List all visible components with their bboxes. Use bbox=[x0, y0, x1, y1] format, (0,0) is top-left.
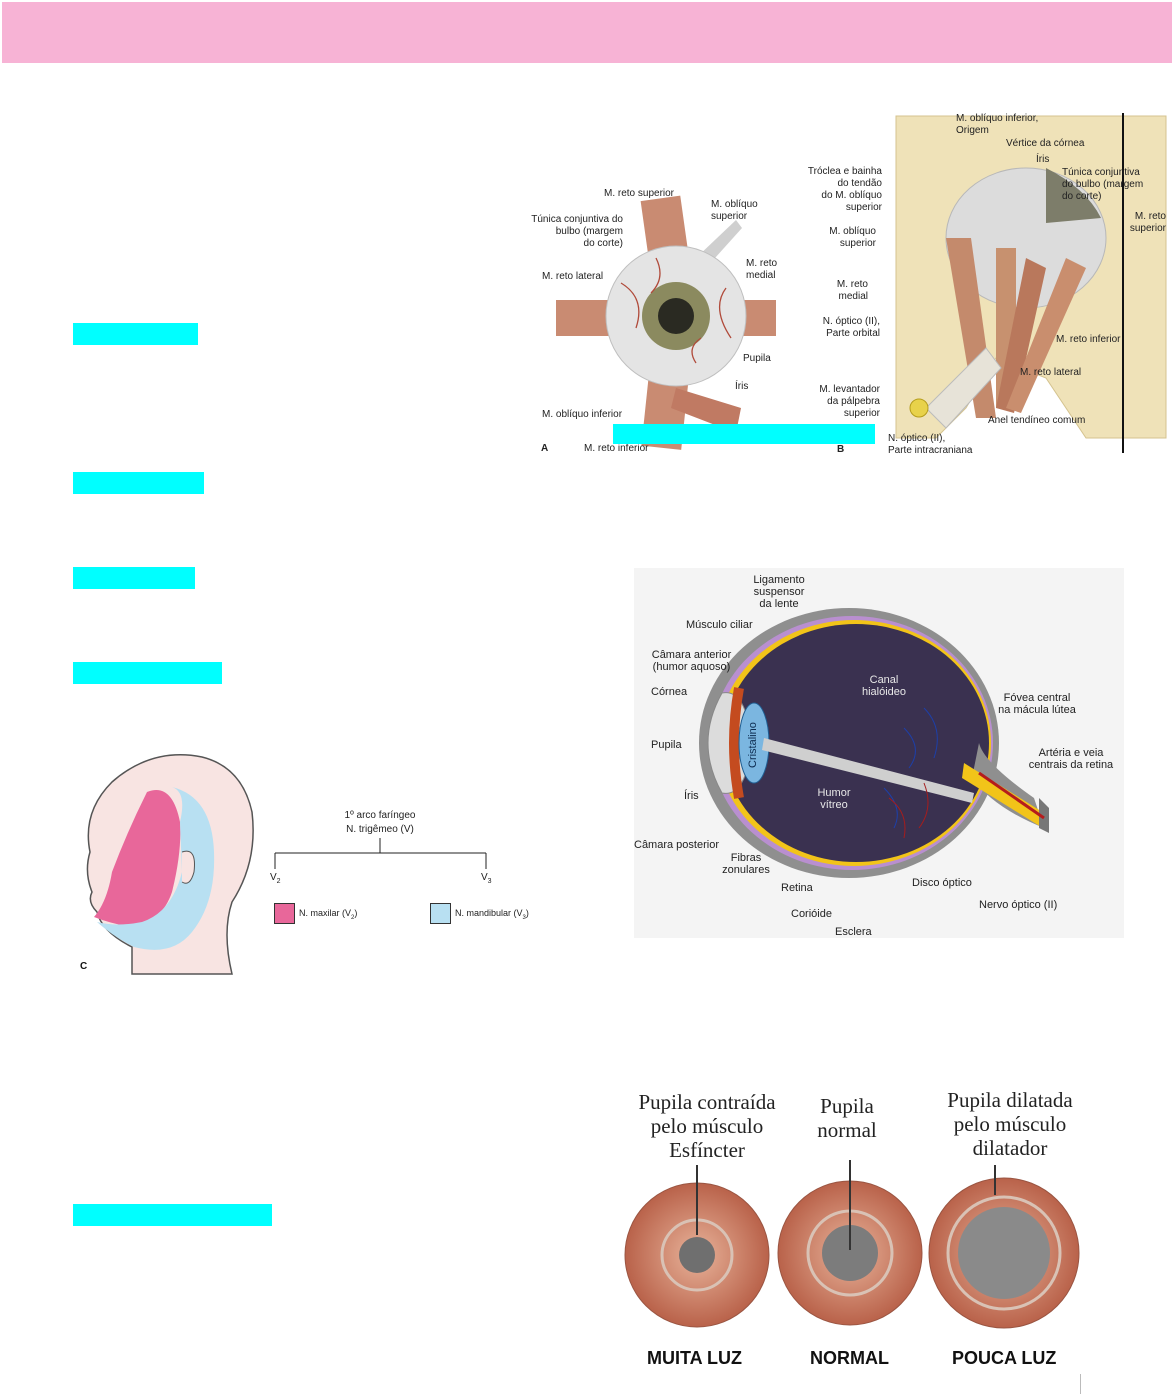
label-disco-optico: Disco óptico bbox=[912, 877, 972, 889]
label-pupila-a: Pupila bbox=[743, 353, 771, 365]
label-n-optico-orbital-b-1: N. óptico (II), bbox=[766, 316, 880, 328]
label-ligamento-1: Ligamento bbox=[734, 574, 824, 586]
label-tunica-b-1: Túnica conjuntiva bbox=[1062, 167, 1140, 179]
label-reto-superior-a: M. reto superior bbox=[584, 188, 694, 200]
highlight-heading-4 bbox=[73, 662, 222, 684]
label-retina: Retina bbox=[781, 882, 813, 894]
label-levantador-b-3: superior bbox=[766, 408, 880, 420]
highlight-heading-2 bbox=[73, 472, 204, 494]
label-troclea-b-1: Tróclea e bainha bbox=[766, 166, 882, 178]
label-iris-a: Íris bbox=[735, 381, 748, 393]
label-nervo-optico: Nervo óptico (II) bbox=[979, 899, 1057, 911]
label-n-optico-intra-b-2: Parte intracraniana bbox=[888, 445, 973, 454]
label-pouca-luz: POUCA LUZ bbox=[952, 1348, 1056, 1369]
label-esclera: Esclera bbox=[835, 926, 872, 938]
label-obliquo-sup-b-1: M. oblíquo bbox=[776, 226, 876, 238]
label-pupila-eye: Pupila bbox=[651, 739, 682, 751]
label-fovea-2: na mácula lútea bbox=[982, 704, 1092, 716]
label-reto-lateral-b: M. reto lateral bbox=[1020, 367, 1081, 379]
label-troclea-b-3: do M. oblíquo bbox=[766, 190, 882, 202]
label-reto-medial-b-1: M. reto bbox=[766, 279, 868, 291]
label-ligamento-2: suspensor bbox=[734, 586, 824, 598]
highlight-caption-mask bbox=[613, 424, 875, 444]
legend-label-mandibular: N. mandibular (V3) bbox=[455, 907, 529, 924]
label-iris-eye: Íris bbox=[684, 790, 699, 802]
label-obliquo-inf-origem-b-2: Origem bbox=[956, 125, 989, 137]
eye-cross-section-figure: Ligamento suspensor da lente Músculo cil… bbox=[634, 568, 1124, 938]
label-fibras-2: zonulares bbox=[714, 864, 778, 876]
label-coroide: Corióide bbox=[791, 908, 832, 920]
label-tunica-a-2: bulbo (margem bbox=[526, 226, 623, 238]
label-reto-sup-b-1: M. reto bbox=[1066, 211, 1166, 223]
label-arteria-1: Artéria e veia bbox=[1019, 747, 1123, 759]
highlight-heading-3 bbox=[73, 567, 195, 589]
label-reto-inferior-a: M. reto inferior bbox=[584, 443, 648, 454]
label-canal-1: Canal bbox=[844, 674, 924, 686]
label-tunica-a-1: Túnica conjuntiva do bbox=[526, 214, 623, 226]
pupil-illustrations bbox=[612, 1085, 1092, 1375]
label-reto-lateral-a: M. reto lateral bbox=[542, 271, 603, 283]
label-obliquo-superior-a-1: M. oblíquo bbox=[711, 199, 758, 211]
label-cornea: Córnea bbox=[651, 686, 687, 698]
label-n-optico-orbital-b-2: Parte orbital bbox=[766, 328, 880, 340]
label-ligamento-3: da lente bbox=[734, 598, 824, 610]
highlight-heading-5 bbox=[73, 1204, 272, 1226]
trigeminal-head-figure: C 1º arco faríngeo N. trigêmeo (V) V2 V3… bbox=[72, 752, 532, 978]
page-edge-marker bbox=[1080, 1374, 1081, 1394]
label-humor-1: Humor bbox=[794, 787, 874, 799]
label-obliquo-inferior-a: M. oblíquo inferior bbox=[542, 409, 622, 421]
label-normal: NORMAL bbox=[810, 1348, 889, 1369]
label-camara-posterior: Câmara posterior bbox=[634, 839, 719, 851]
label-reto-medial-b-2: medial bbox=[766, 291, 868, 303]
highlight-heading-1 bbox=[73, 323, 198, 345]
label-troclea-b-4: superior bbox=[766, 202, 882, 214]
label-n-optico-intra-b-1: N. óptico (II), bbox=[888, 433, 945, 445]
label-cristalino: Cristalino bbox=[747, 722, 759, 768]
label-iris-b: Íris bbox=[1036, 154, 1049, 166]
label-camara-anterior-2: (humor aquoso) bbox=[644, 661, 739, 673]
label-arteria-2: centrais da retina bbox=[1019, 759, 1123, 771]
label-humor-2: vítreo bbox=[794, 799, 874, 811]
label-obliquo-inf-origem-b-1: M. oblíquo inferior, bbox=[956, 113, 1038, 125]
panel-letter-b: B bbox=[837, 444, 844, 454]
page-header-bar bbox=[2, 2, 1172, 63]
label-muita-luz: MUITA LUZ bbox=[647, 1348, 742, 1369]
panel-letter-a: A bbox=[541, 443, 548, 454]
label-tunica-b-3: do corte) bbox=[1062, 191, 1101, 203]
legend-swatch-mandibular bbox=[430, 903, 451, 924]
label-reto-medial-a-1: M. reto bbox=[746, 258, 777, 270]
label-reto-inferior-b: M. reto inferior bbox=[1056, 334, 1120, 346]
extraocular-muscles-figure: M. reto superior M. oblíquo superior Tún… bbox=[526, 108, 1172, 454]
label-anel-b: Anel tendíneo comum bbox=[988, 415, 1085, 427]
label-musculo-ciliar: Músculo ciliar bbox=[686, 619, 753, 631]
label-tunica-b-2: do bulbo (margem bbox=[1062, 179, 1143, 191]
label-levantador-b-2: da pálpebra bbox=[766, 396, 880, 408]
trigeminal-branch-lines bbox=[72, 752, 532, 978]
label-fovea-1: Fóvea central bbox=[982, 692, 1092, 704]
label-obliquo-sup-b-2: superior bbox=[776, 238, 876, 250]
label-v3: V3 bbox=[481, 872, 492, 888]
label-reto-sup-b-2: superior bbox=[1066, 223, 1166, 235]
label-vertice-b: Vértice da córnea bbox=[1006, 138, 1084, 150]
legend-label-maxilar: N. maxilar (V2) bbox=[299, 907, 357, 924]
label-camara-anterior-1: Câmara anterior bbox=[644, 649, 739, 661]
label-obliquo-superior-a-2: superior bbox=[711, 211, 747, 223]
legend-swatch-maxilar bbox=[274, 903, 295, 924]
label-canal-2: hialóideo bbox=[844, 686, 924, 698]
label-v2: V2 bbox=[270, 872, 281, 888]
label-tunica-a-3: do corte) bbox=[526, 238, 623, 250]
label-troclea-b-2: do tendão bbox=[766, 178, 882, 190]
label-levantador-b-1: M. levantador bbox=[766, 384, 880, 396]
label-fibras-1: Fibras bbox=[714, 852, 778, 864]
pupil-response-figure: Pupila contraída pelo músculo Esfíncter … bbox=[612, 1085, 1092, 1375]
